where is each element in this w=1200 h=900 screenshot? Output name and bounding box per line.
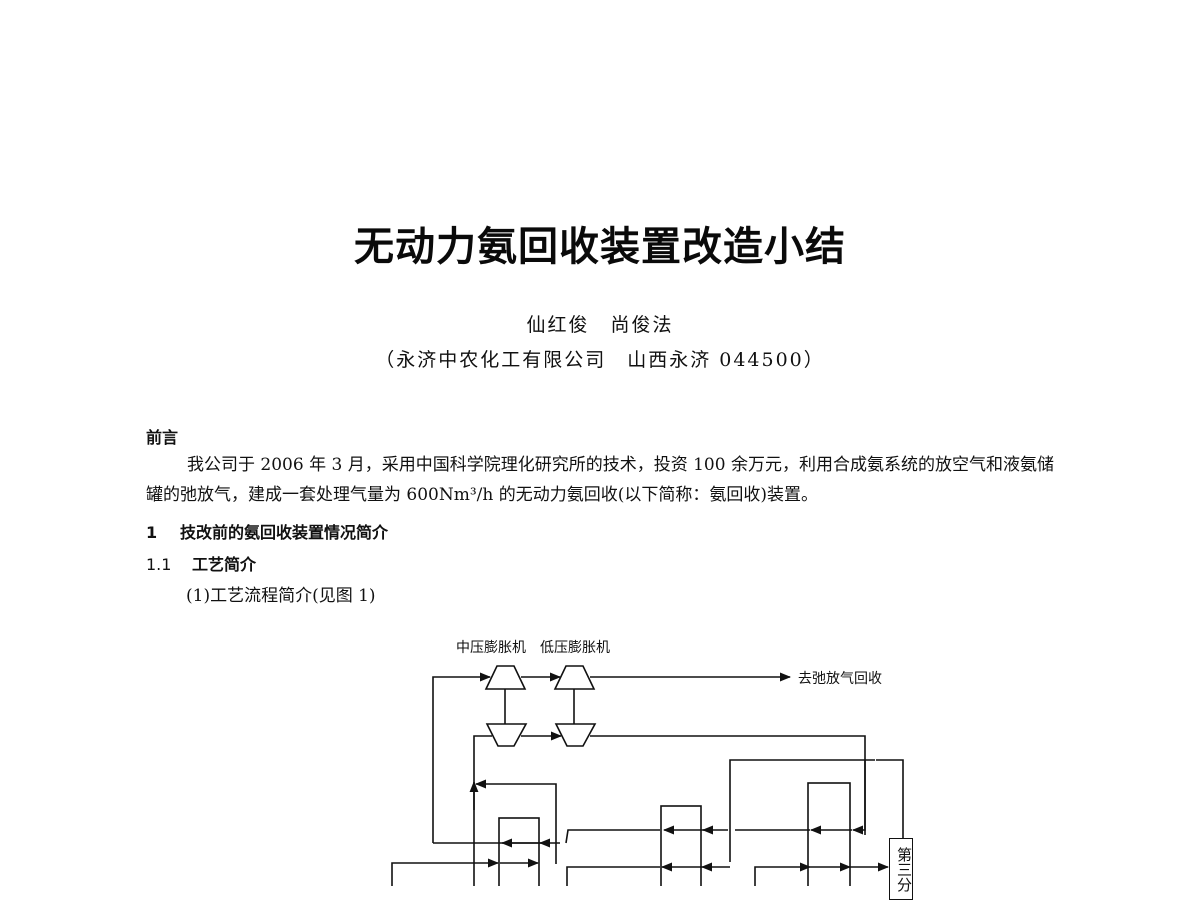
preface-paragraph: 我公司于 2006 年 3 月，采用中国科学院理化研究所的技术，投资 100 余… — [146, 455, 1054, 505]
subsection-text: (1)工艺流程简介(见图 1) — [186, 586, 376, 606]
section-number: 1.1 — [146, 555, 172, 574]
authors: 仙红俊 尚俊法 — [526, 314, 674, 336]
low-pressure-compressor-icon — [554, 723, 597, 747]
section-number: 1 — [146, 523, 158, 542]
section-1-1-heading: 1.1 工艺简介 — [146, 551, 256, 575]
affiliation: （永济中农化工有限公司 山西永济 044500） — [375, 349, 825, 371]
expander-labels: 中压膨胀机 低压膨胀机 — [456, 640, 610, 656]
mid-pressure-compressor-icon — [485, 723, 528, 747]
third-separator-box: 第三分 — [889, 838, 913, 900]
mid-pressure-expander-icon — [484, 665, 527, 690]
paper-title: 无动力氨回收装置改造小结 — [354, 224, 846, 270]
low-pressure-expander-icon — [553, 665, 596, 690]
section-title: 工艺简介 — [192, 555, 257, 574]
preface-heading: 前言 — [146, 428, 179, 447]
section-1-heading: 1 技改前的氨回收装置情况简介 — [146, 519, 388, 543]
output-label: 去弛放气回收 — [798, 671, 882, 687]
section-title: 技改前的氨回收装置情况简介 — [180, 523, 389, 542]
